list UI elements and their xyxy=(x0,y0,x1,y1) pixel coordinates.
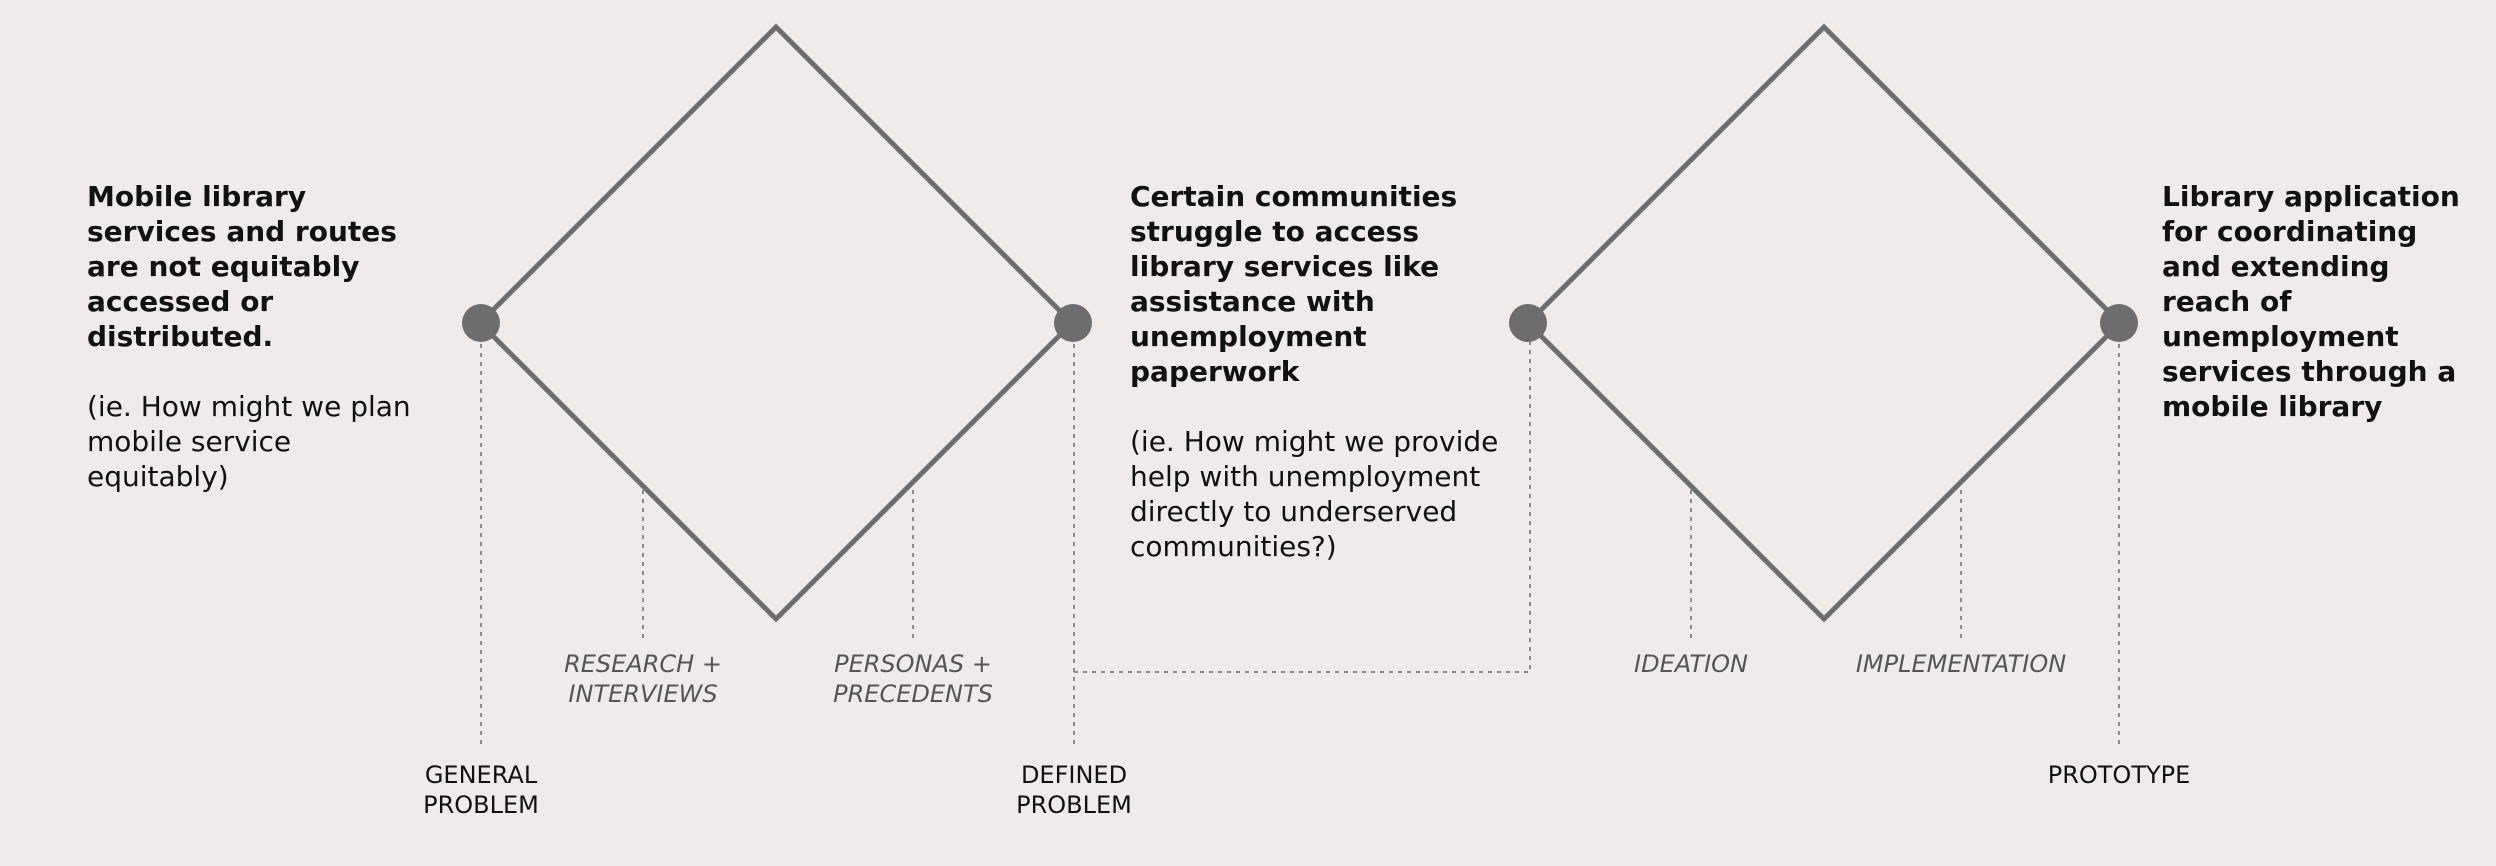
general-problem-dot xyxy=(462,304,500,342)
general-problem-question: (ie. How might we plan mobile service eq… xyxy=(87,390,411,493)
milestone-general-problem: GENERAL PROBLEM xyxy=(423,761,539,819)
defined-problem-title: Certain communities struggle to access l… xyxy=(1130,180,1458,388)
develop-deliver-diamond xyxy=(1524,23,2124,623)
general-problem-title: Mobile library services and routes are n… xyxy=(87,180,397,353)
prototype-dot xyxy=(2100,304,2138,342)
prototype-statement: Library application for coordinating and… xyxy=(2162,179,2482,424)
stage-research-interviews: RESEARCH + INTERVIEWS xyxy=(564,650,722,708)
stage-implementation: IMPLEMENTATION xyxy=(1855,650,2067,678)
prototype-title: Library application for coordinating and… xyxy=(2162,180,2460,423)
general-problem-statement: Mobile library services and routes are n… xyxy=(87,179,437,494)
ideation-start-dot xyxy=(1509,304,1547,342)
milestone-defined-problem: DEFINED PROBLEM xyxy=(1016,761,1132,819)
defined-problem-statement: Certain communities struggle to access l… xyxy=(1130,179,1520,564)
stage-personas-precedents: PERSONAS + PRECEDENTS xyxy=(833,650,993,708)
milestone-prototype: PROTOTYPE xyxy=(2047,761,2191,789)
defined-problem-question: (ie. How might we provide help with unem… xyxy=(1130,425,1499,563)
discover-define-diamond xyxy=(476,23,1076,623)
defined-problem-dot xyxy=(1054,304,1092,342)
stage-ideation: IDEATION xyxy=(1634,650,1748,678)
